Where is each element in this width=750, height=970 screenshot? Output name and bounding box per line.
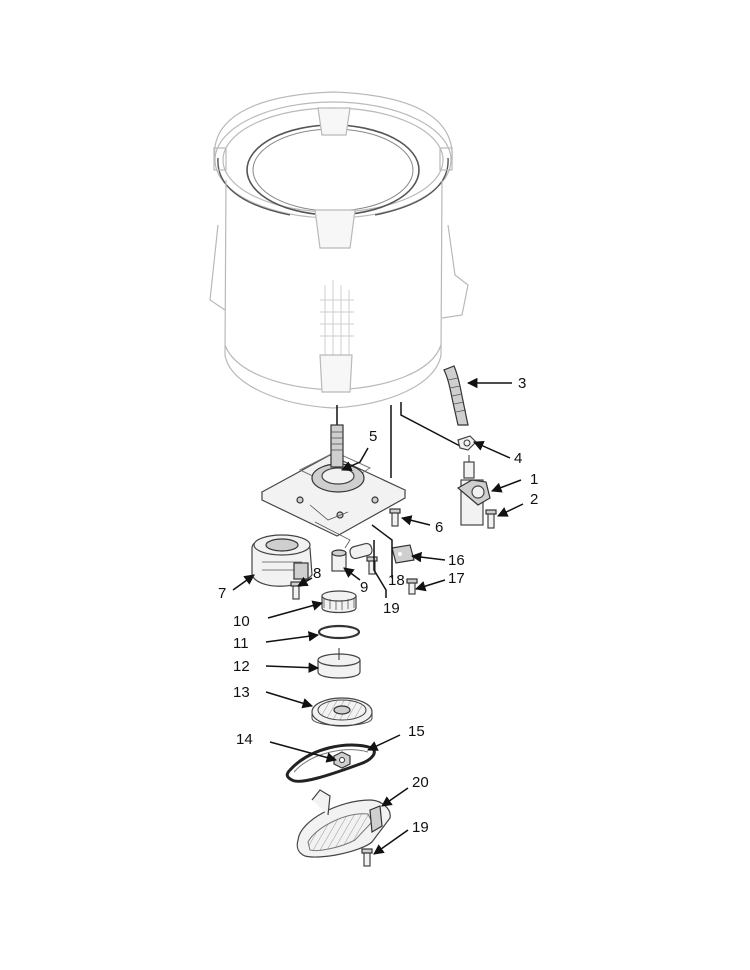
callout-10: 10 [233,613,250,630]
callout-14: 14 [236,731,253,748]
callout-15: 15 [408,723,425,740]
callout-8: 8 [313,565,321,582]
callout-12: 12 [233,658,250,675]
callout-17: 17 [448,570,465,587]
clutch-hub [321,590,357,614]
retaining-ring [317,624,361,640]
pump-screw [485,509,497,529]
shield-screw [361,848,373,867]
callout-9: 9 [360,579,368,596]
leader-lines [232,377,524,855]
tub-to-pump-line [400,402,461,447]
belt-shield [296,789,391,858]
callout-labels: 1 2 3 4 5 6 7 8 9 10 11 12 13 14 15 16 1… [218,375,538,836]
callout-2: 2 [530,491,538,508]
drive-motor [251,534,313,587]
callout-4: 4 [514,450,522,467]
pulley-nut [333,751,351,769]
callout-3: 3 [518,375,526,392]
callout-7: 7 [218,585,226,602]
callout-13: 13 [233,684,250,701]
callout-19-upper: 19 [383,600,400,617]
callout-6: 6 [435,519,443,536]
clutch-housing [317,648,361,679]
drive-belt [285,743,376,783]
callout-18: 18 [388,572,405,589]
callout-19-lower: 19 [412,819,429,836]
motor-coupler [331,549,347,572]
callout-5: 5 [369,428,377,445]
drain-hose [443,365,469,426]
callout-11: 11 [233,635,249,652]
callout-16: 16 [448,552,465,569]
callout-1: 1 [530,471,538,488]
outer-tub-ghost [209,91,469,409]
capacitor [349,542,373,560]
lid-switch [391,544,415,564]
switch-screw [406,578,418,595]
drive-pulley [311,697,373,727]
drain-pump [456,455,491,526]
base-plate-assembly [260,424,407,549]
callout-20: 20 [412,774,429,791]
hose-clamp [457,435,477,451]
base-screw [389,508,401,527]
base-screw-small [366,556,378,575]
